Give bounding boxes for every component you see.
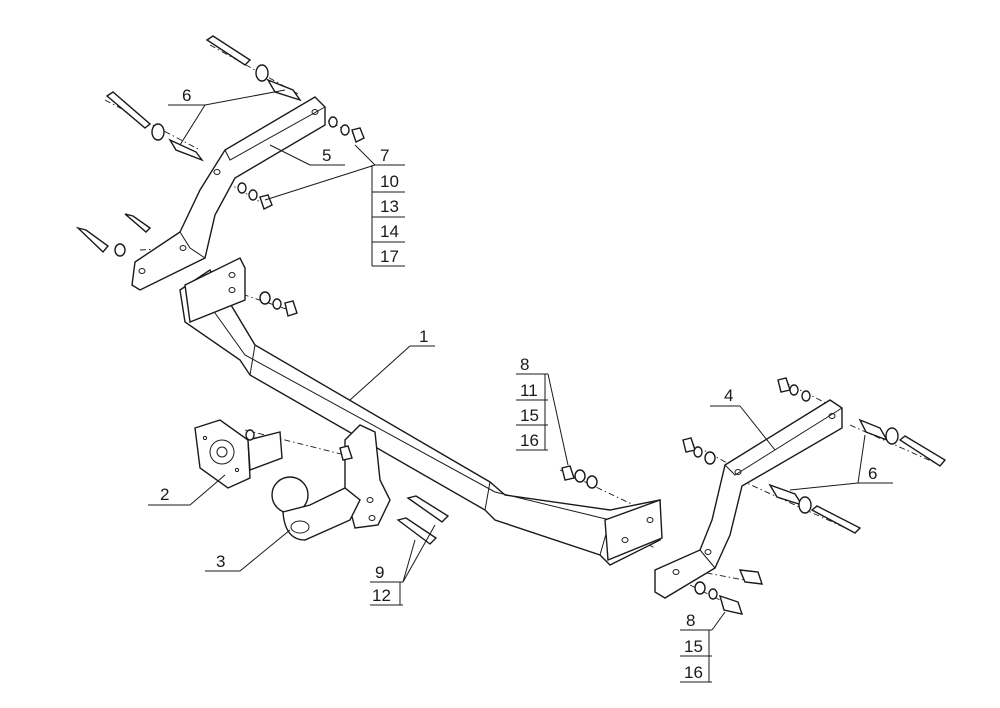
callout-stack-tl-2: 13 [380,197,399,216]
callout-3: 3 [216,552,225,571]
callout-stack-mid-3: 16 [520,431,539,450]
callout-stack-tl-3: 14 [380,222,399,241]
callout-6-left: 6 [182,86,191,105]
callout-stack-bm-0: 9 [375,563,384,582]
callout-stack-tl-4: 17 [380,247,399,266]
callout-1: 1 [419,327,428,346]
callout-stack-br-2: 16 [684,663,703,682]
left-bracket-part-5 [131,96,326,291]
callout-5: 5 [322,146,331,165]
tow-ball-part-3 [271,476,361,541]
callout-stack-br-1: 15 [684,637,703,656]
callout-stack-mid-1: 11 [520,381,538,400]
callout-6-right: 6 [868,464,877,483]
callout-2: 2 [160,485,169,504]
leader-lines [148,89,893,683]
fasteners [75,35,947,615]
callout-4: 4 [724,386,733,405]
callout-stack-mid-0: 8 [520,355,529,374]
callout-stack-mid-2: 15 [520,406,539,425]
callout-labels: 1 2 3 4 5 6 6 7 10 13 14 17 8 11 15 16 9… [160,86,877,682]
right-bracket-part-4 [654,399,843,599]
callout-stack-tl-0: 7 [380,146,389,165]
callout-stack-bm-1: 12 [372,586,391,605]
callout-stack-tl-1: 10 [380,172,399,191]
cross-bar-part-1 [179,257,663,566]
callout-stack-br-0: 8 [686,611,695,630]
socket-plate-part-2 [194,419,283,489]
